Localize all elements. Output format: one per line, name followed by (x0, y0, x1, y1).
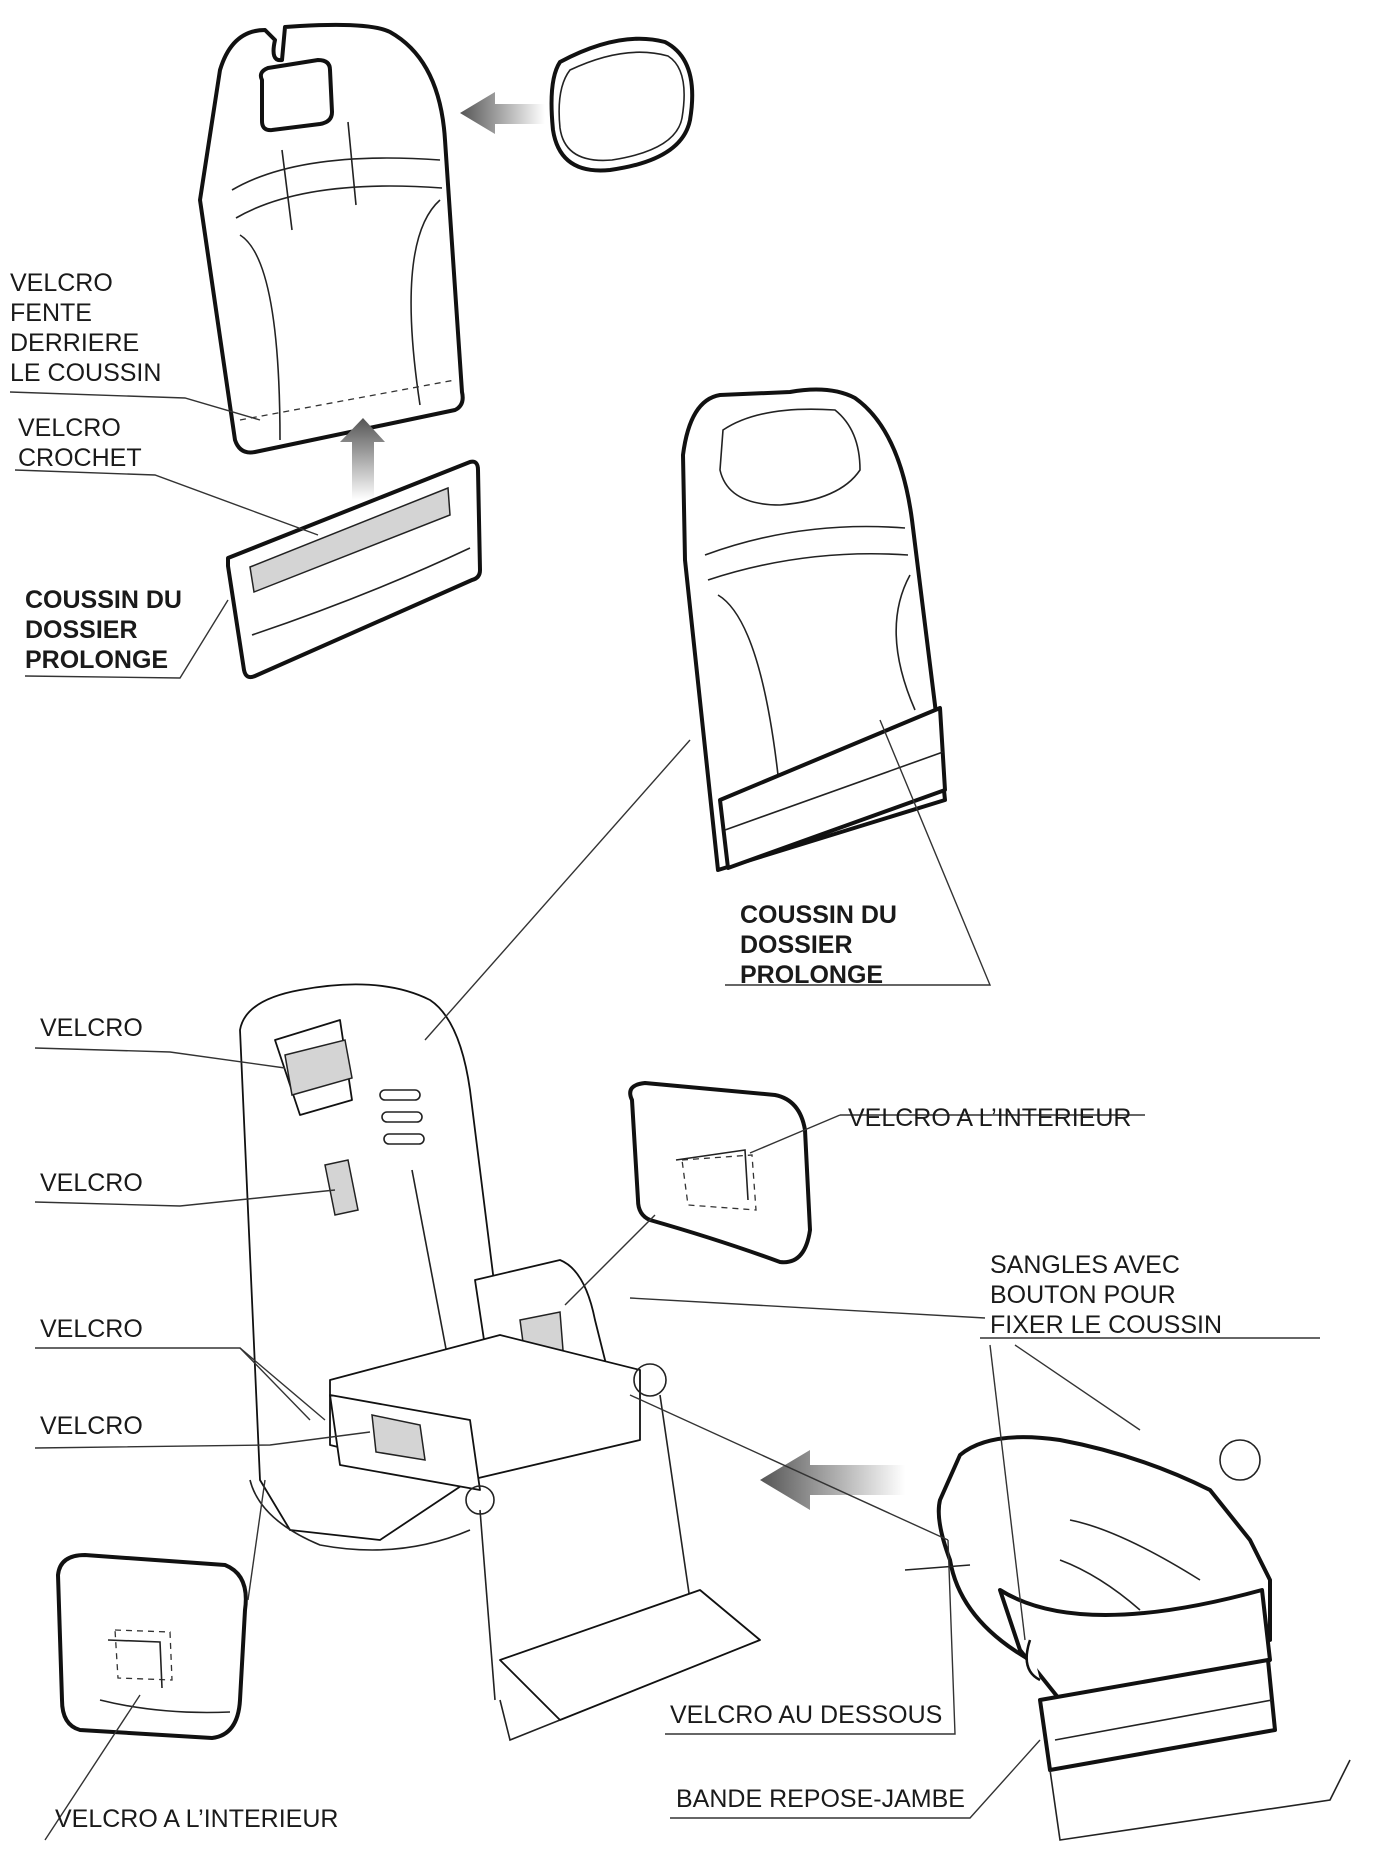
arrow-up-to-cushion (340, 418, 385, 500)
seat-frame-assembly (239, 983, 761, 1742)
legrest-assembly (904, 1435, 1351, 1841)
leader-lines (9, 391, 1320, 1841)
label-velcro-fente: VELCRO FENTE DERRIERE LE COUSSIN (10, 268, 161, 388)
label-velcro-crochet: VELCRO CROCHET (18, 413, 142, 473)
label-line: LE COUSSIN (10, 359, 162, 387)
label-line: VELCRO (18, 414, 121, 442)
label-velcro-au-dessous: VELCRO AU DESSOUS (670, 1701, 943, 1729)
label-line: BOUTON POUR (990, 1281, 1176, 1309)
label-line: CROCHET (18, 444, 142, 472)
label-line: DERRIERE (10, 329, 140, 357)
label-line: DOSSIER (740, 931, 853, 959)
label-velcro-4: VELCRO (40, 1412, 143, 1440)
arrow-headrest-to-cushion (460, 92, 545, 134)
lateral-pad-left (56, 1553, 248, 1740)
headrest-pillow (549, 36, 695, 173)
extension-cushion-left (226, 459, 482, 680)
label-line: COUSSIN DU (740, 901, 897, 929)
label-coussin-dossier-right: COUSSIN DU DOSSIER PROLONGE (740, 900, 897, 990)
label-velcro-interieur-right: VELCRO A L’INTERIEUR (848, 1104, 1132, 1132)
label-line: PROLONGE (740, 961, 884, 989)
label-line: COUSSIN DU (25, 586, 182, 614)
label-line: PROLONGE (25, 646, 169, 674)
label-velcro-3: VELCRO (40, 1315, 143, 1343)
label-line: DOSSIER (25, 616, 138, 644)
label-bande-repose-jambe: BANDE REPOSE-JAMBE (676, 1785, 965, 1813)
label-velcro-1: VELCRO (40, 1014, 143, 1042)
arrow-legrest-to-seat (760, 1450, 905, 1510)
label-line: FIXER LE COUSSIN (990, 1311, 1222, 1339)
label-velcro-2: VELCRO (40, 1169, 143, 1197)
label-line: VELCRO (10, 269, 113, 297)
label-line: SANGLES AVEC (990, 1251, 1180, 1279)
lateral-pad-right (628, 1081, 812, 1265)
label-sangles: SANGLES AVEC BOUTON POUR FIXER LE COUSSI… (990, 1250, 1222, 1340)
label-line: FENTE (10, 299, 92, 327)
backrest-assembled-right (681, 387, 947, 872)
backrest-cushion-top (198, 22, 465, 455)
label-coussin-dossier-left: COUSSIN DU DOSSIER PROLONGE (25, 585, 182, 675)
label-velcro-interieur-left: VELCRO A L’INTERIEUR (55, 1805, 339, 1833)
